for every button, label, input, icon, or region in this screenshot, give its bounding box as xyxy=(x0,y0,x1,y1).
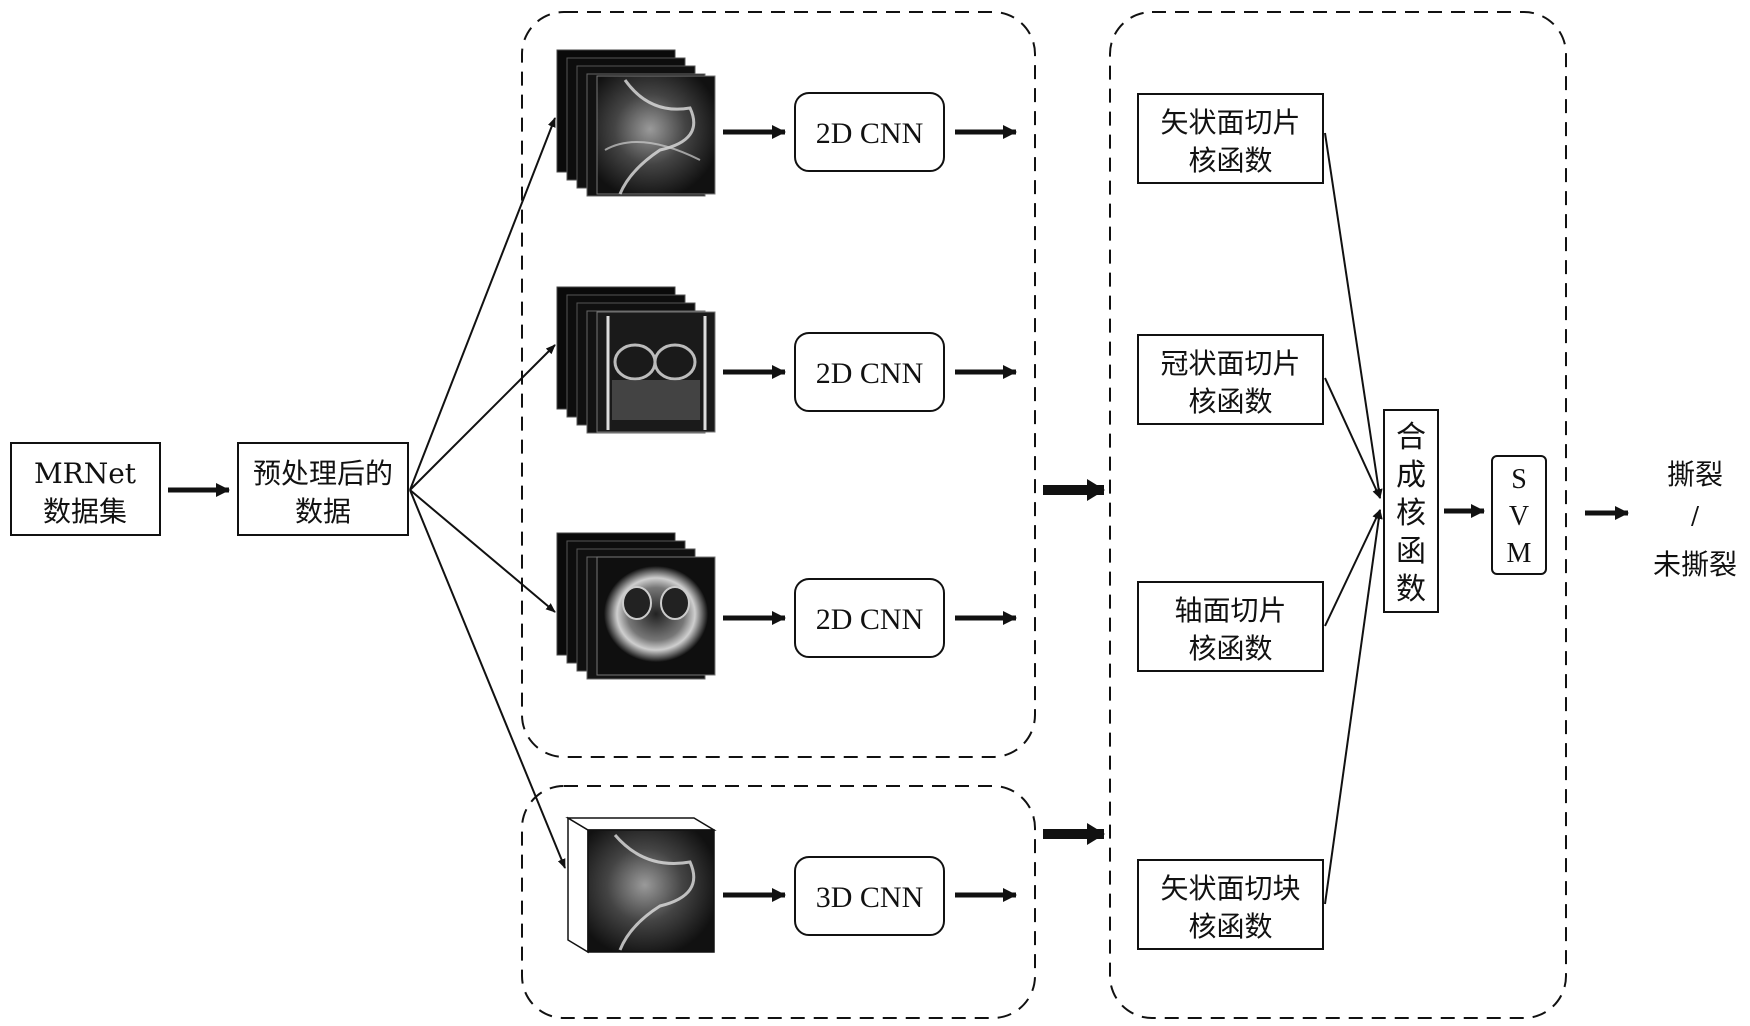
kernel-axial-line2: 核函数 xyxy=(1188,632,1272,665)
combined-kernel-char-4: 函 xyxy=(1396,534,1426,569)
combined-kernel-node: 合 成 核 函 数 xyxy=(1383,409,1439,613)
combined-kernel-char-1: 合 xyxy=(1396,420,1426,455)
group-transfer-arrows xyxy=(1043,479,1105,845)
cnn-coronal-label: 2D CNN xyxy=(816,357,924,390)
dataset-label-line2: 数据集 xyxy=(43,495,127,528)
kernel-axial-node: 轴面切片 核函数 xyxy=(1137,581,1324,672)
kernel-block-line1: 矢状面切块 xyxy=(1160,872,1300,905)
mri-sagittal-stack xyxy=(556,49,716,197)
svm-char-v: V xyxy=(1509,501,1529,532)
combined-kernel-char-2: 成 xyxy=(1396,458,1426,493)
mri-3d-volume xyxy=(565,816,717,954)
cnn-axial-label: 2D CNN xyxy=(816,603,924,636)
kernel-block-node: 矢状面切块 核函数 xyxy=(1137,859,1324,950)
kernel-coronal-node: 冠状面切片 核函数 xyxy=(1137,334,1324,425)
kernel-block-line2: 核函数 xyxy=(1188,910,1272,943)
converge-arrows xyxy=(1324,132,1383,905)
preprocess-node: 预处理后的 数据 xyxy=(237,442,409,536)
mri-axial-stack xyxy=(556,532,716,680)
group-3d-cnn xyxy=(521,785,1036,1019)
svm-char-s: S xyxy=(1511,464,1527,495)
dataset-label-line1: MRNet xyxy=(34,457,137,490)
output-line3: 未撕裂 xyxy=(1653,548,1737,581)
kernel-coronal-line2: 核函数 xyxy=(1188,385,1272,418)
preprocess-label-line1: 预处理后的 xyxy=(253,457,393,490)
kernel-coronal-line1: 冠状面切片 xyxy=(1160,347,1300,380)
output-line2: / xyxy=(1691,502,1700,530)
fanout-arrows xyxy=(409,117,566,869)
kernel-sagittal-line2: 核函数 xyxy=(1188,144,1272,177)
group-kernels xyxy=(1109,11,1567,1019)
arrows-from-cnn xyxy=(955,125,1017,902)
kernel-sagittal-node: 矢状面切片 核函数 xyxy=(1137,93,1324,184)
svm-char-m: M xyxy=(1507,538,1532,569)
svm-node: S V M xyxy=(1491,455,1547,575)
cnn-sagittal-label: 2D CNN xyxy=(816,117,924,150)
dataset-node: MRNet 数据集 xyxy=(10,442,161,536)
cnn-axial-node: 2D CNN xyxy=(794,578,945,658)
kernel-axial-line1: 轴面切片 xyxy=(1174,594,1286,627)
combined-kernel-char-3: 核 xyxy=(1396,496,1426,531)
arrows-to-cnn xyxy=(723,125,786,902)
group-2d-cnn xyxy=(521,11,1036,758)
cnn-3d-node: 3D CNN xyxy=(794,856,945,936)
combined-kernel-char-5: 数 xyxy=(1396,572,1426,607)
preprocess-label-line2: 数据 xyxy=(295,495,351,528)
mri-coronal-stack xyxy=(556,286,716,434)
cnn-sagittal-node: 2D CNN xyxy=(794,92,945,172)
cnn-3d-label: 3D CNN xyxy=(816,881,924,914)
output-label: 撕裂 / 未撕裂 xyxy=(1653,458,1737,581)
output-line1: 撕裂 xyxy=(1667,458,1723,491)
cnn-coronal-node: 2D CNN xyxy=(794,332,945,412)
kernel-sagittal-line1: 矢状面切片 xyxy=(1160,106,1300,139)
